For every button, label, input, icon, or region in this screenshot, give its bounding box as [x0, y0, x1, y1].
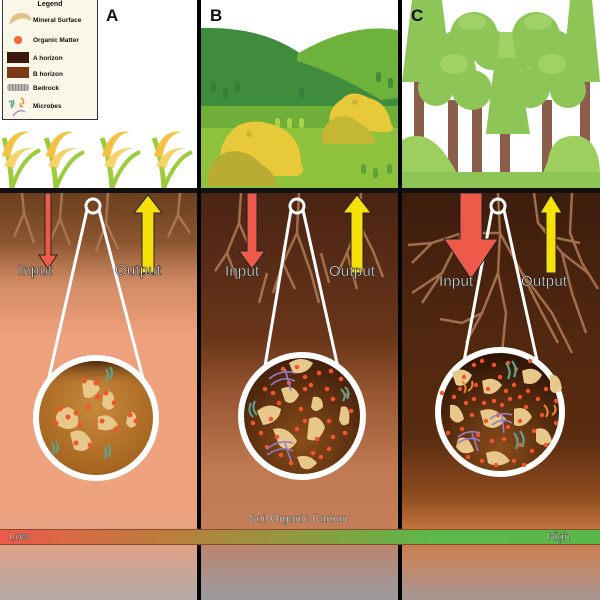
mineral-surface-swatch-icon: [9, 13, 31, 25]
microbes: [461, 380, 557, 418]
panel-letter-a: A: [106, 6, 119, 25]
bedrock-swatch-icon: [7, 84, 29, 91]
scale-title: Soil Organic Carbon: [249, 513, 349, 525]
legend-label-bedrock: Bedrock: [33, 85, 60, 92]
scale-low-label: Low: [9, 531, 30, 543]
a-horizon-swatch-icon: [7, 52, 29, 63]
panel-a: Legend Mineral Surface Organic Matter A …: [0, 0, 197, 600]
input-label-b: Input: [225, 263, 260, 281]
legend-label-a-horizon: A horizon: [33, 55, 63, 62]
output-label-a: Output: [115, 262, 162, 280]
output-label-c: Output: [521, 273, 568, 291]
grassland-hills-icon: [201, 27, 398, 188]
grassland-scene: B: [201, 0, 398, 188]
panel-divider: [398, 0, 402, 600]
organic-matter-dots: [53, 378, 139, 448]
output-arrow-icon: [132, 194, 164, 274]
legend: Legend Mineral Surface Organic Matter A …: [2, 0, 98, 120]
b-horizon-swatch-icon: [7, 67, 29, 78]
microbes: [248, 386, 350, 418]
hay-bushes-icon: [207, 93, 394, 186]
roots-and-zoom-c: [407, 193, 600, 477]
legend-label-mineral-surface: Mineral Surface: [33, 17, 82, 24]
input-label-a: Input: [18, 262, 53, 280]
organic-matter-dots: [250, 364, 354, 466]
organic-matter-dot-icon: [14, 36, 22, 44]
panel-b: B: [201, 0, 398, 600]
output-arrow-icon: [341, 194, 373, 274]
legend-label-microbes: Microbes: [33, 103, 62, 110]
legend-title: Legend: [37, 1, 63, 8]
legend-label-b-horizon: B horizon: [33, 71, 63, 78]
panel-divider: [197, 0, 201, 600]
output-arrow-icon: [539, 194, 563, 273]
microbes: [266, 368, 296, 462]
cropland-scene: Legend Mineral Surface Organic Matter A …: [0, 0, 197, 188]
panel-letter-b: B: [210, 6, 223, 25]
input-label-c: Input: [439, 273, 474, 291]
microbes-icon: [8, 97, 26, 117]
output-label-b: Output: [329, 263, 376, 281]
panel-c: C: [402, 0, 600, 600]
soil-organic-carbon-scale: Low High: [0, 529, 600, 545]
corn-crops-icon: [1, 131, 193, 188]
organic-matter-dots: [439, 358, 559, 468]
microbes: [51, 366, 113, 460]
microbes: [505, 360, 525, 450]
roots-icon: [12, 193, 192, 252]
mineral-surface-particles: [257, 359, 350, 470]
microbes: [457, 412, 513, 452]
roots-and-zoom-b: [213, 193, 385, 480]
mineral-surface-particles: [450, 368, 562, 466]
forest-trees-icon: [402, 0, 600, 188]
roots-and-zoom-a: [12, 193, 192, 481]
surface-divider: [0, 188, 600, 193]
scale-high-label: High: [547, 531, 570, 543]
legend-label-organic-matter: Organic Matter: [33, 37, 79, 44]
input-arrow-icon: [38, 193, 58, 270]
forest-scene: C: [402, 0, 600, 188]
input-arrow-icon: [238, 193, 266, 270]
input-arrow-icon: [443, 193, 499, 280]
panel-letter-c: C: [411, 6, 424, 25]
tree-trunks: [414, 80, 590, 176]
roots-icon: [407, 193, 600, 354]
